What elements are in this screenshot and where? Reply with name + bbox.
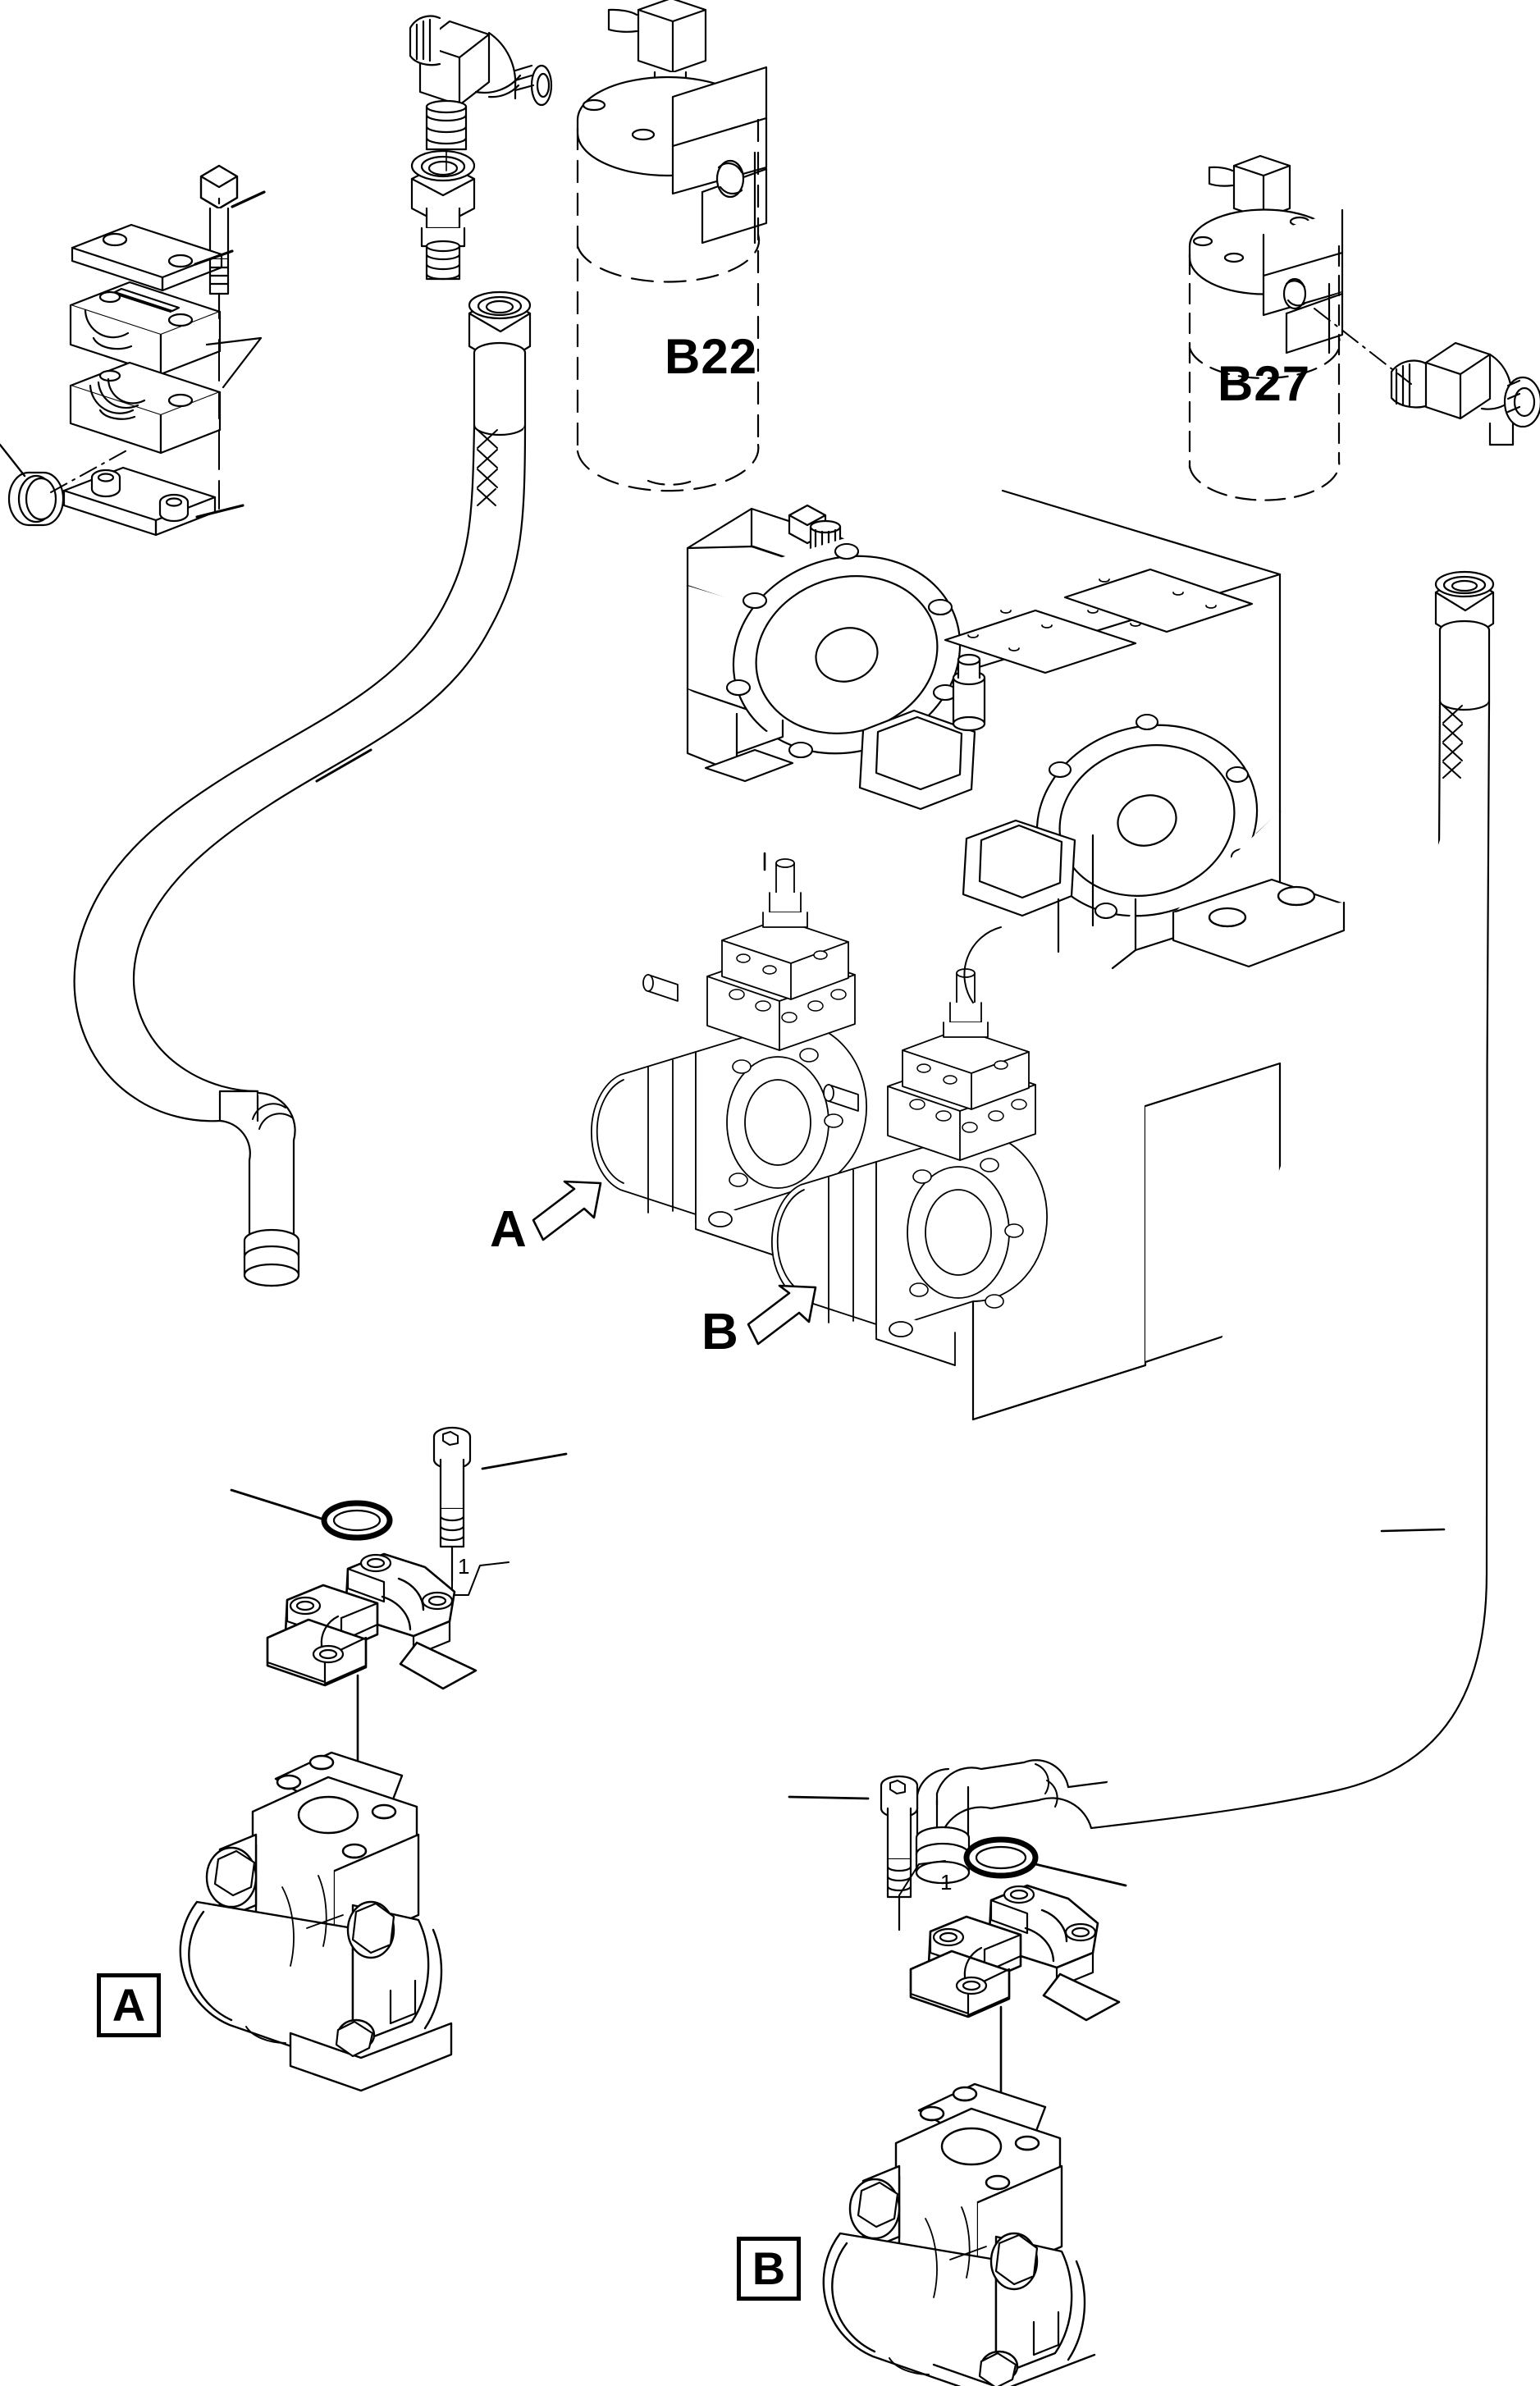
- quantity-mark-a: 1: [458, 1554, 470, 1579]
- callout-arrows: [532, 1180, 817, 1346]
- clamp-upper-half-part: [69, 281, 222, 376]
- detail-a-group: [179, 1426, 568, 2092]
- clamp-bolt-part: [199, 164, 239, 320]
- pump-body-b: [822, 2082, 1096, 2386]
- quantity-mark-b: 1: [940, 1870, 953, 1895]
- oring-b: [963, 1836, 1039, 1879]
- detail-view-label-b: B: [737, 2237, 801, 2301]
- gearbox-housing: [686, 489, 1346, 1421]
- b22-elbow-fitting: [409, 15, 553, 151]
- clamp-base-plate-part: [62, 466, 217, 537]
- reference-label-b22: B22: [665, 329, 758, 384]
- clamp-lower-half-part: [69, 361, 222, 455]
- section-callout-a-label: A: [490, 1201, 527, 1258]
- pump-assembly-rear: [770, 926, 1048, 1366]
- hose-left: [73, 290, 532, 1287]
- flange-left: [726, 543, 962, 763]
- flange-half-b: [909, 1884, 1121, 2022]
- filter-b27-body: [1188, 154, 1344, 501]
- oring-a: [321, 1500, 393, 1541]
- callout-a-arrow: [532, 1180, 602, 1241]
- section-callout-b-label: B: [701, 1304, 738, 1360]
- callout-b-arrow: [747, 1284, 817, 1346]
- pump-body-a: [179, 1751, 453, 2092]
- filter-b22-body: [576, 0, 768, 492]
- reference-label-b27: B27: [1218, 356, 1311, 411]
- capscrew-a: [432, 1426, 472, 1583]
- flange-half-a: [266, 1552, 478, 1690]
- filter-b22-assembly: [409, 0, 768, 492]
- detail-view-label-a: A: [97, 1973, 161, 2037]
- b22-adapter-nipple: [410, 149, 476, 281]
- clamp-assembly: [0, 164, 266, 537]
- detail-b-group: [788, 1775, 1127, 2386]
- filter-b27-assembly: [1188, 154, 1540, 501]
- clamp-plug-cap-part: [7, 471, 65, 527]
- b27-elbow-fitting: [1390, 341, 1540, 446]
- hose-right: [915, 570, 1495, 1885]
- clamp-top-plate-part: [71, 223, 223, 292]
